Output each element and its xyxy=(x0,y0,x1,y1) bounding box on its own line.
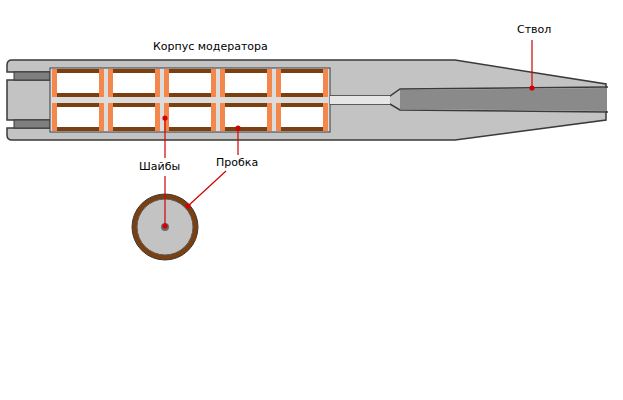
plug xyxy=(276,103,328,131)
leader-dot xyxy=(163,224,167,228)
plug xyxy=(108,69,160,97)
leader-dot xyxy=(530,86,534,90)
part-label: Корпус модератора xyxy=(153,40,268,53)
chamber xyxy=(278,107,326,127)
moderator-housing xyxy=(7,60,606,140)
washer xyxy=(99,103,104,131)
washer xyxy=(164,69,169,97)
leader-dot xyxy=(236,126,240,130)
washer xyxy=(211,69,216,97)
plug xyxy=(220,69,272,97)
plug xyxy=(164,103,216,131)
washer xyxy=(108,69,113,97)
washer xyxy=(108,103,113,131)
leader-line xyxy=(237,128,238,155)
washer xyxy=(52,103,57,131)
part-label: Ствол xyxy=(517,23,551,36)
chamber xyxy=(166,73,214,93)
washer xyxy=(99,69,104,97)
leader-lines xyxy=(163,40,534,228)
barrel xyxy=(400,88,607,111)
chamber xyxy=(222,107,270,127)
plug xyxy=(108,103,160,131)
washer xyxy=(211,103,216,131)
section-bore xyxy=(161,223,169,231)
end-cap xyxy=(14,72,50,80)
washer xyxy=(267,103,272,131)
washer xyxy=(323,69,328,97)
washer xyxy=(267,69,272,97)
chamber xyxy=(54,107,102,127)
chamber xyxy=(54,73,102,93)
washer xyxy=(220,69,225,97)
washer xyxy=(276,69,281,97)
washer xyxy=(323,103,328,131)
washer xyxy=(155,69,160,97)
baffle-cavity xyxy=(50,68,330,132)
washer xyxy=(155,103,160,131)
washer xyxy=(220,103,225,131)
part-label: Пробка xyxy=(216,156,258,169)
plug xyxy=(220,103,272,131)
leader-dot xyxy=(163,116,167,120)
chamber xyxy=(278,73,326,93)
chamber xyxy=(222,73,270,93)
end-cap xyxy=(14,120,50,128)
plug xyxy=(276,69,328,97)
part-label: Шайбы xyxy=(139,160,180,173)
leader-line xyxy=(188,171,226,206)
chamber xyxy=(166,107,214,127)
plug xyxy=(52,69,104,97)
washer xyxy=(276,103,281,131)
plug xyxy=(52,103,104,131)
plug xyxy=(164,69,216,97)
leader-line xyxy=(531,40,532,88)
bore-channel xyxy=(330,96,390,104)
leader-line xyxy=(164,176,165,226)
washer xyxy=(52,69,57,97)
leader-line xyxy=(164,118,165,158)
chamber xyxy=(110,107,158,127)
leader-dot xyxy=(186,204,190,208)
chamber xyxy=(110,73,158,93)
